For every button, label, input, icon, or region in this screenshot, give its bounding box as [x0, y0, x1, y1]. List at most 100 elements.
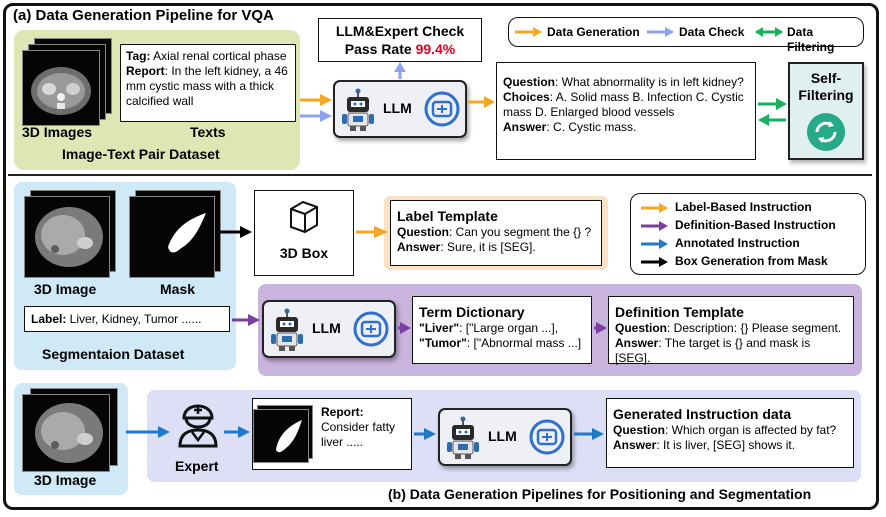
vqa-box: Question: What abnormality is in left ki… — [496, 62, 756, 160]
gen-question-key: Question — [613, 423, 666, 437]
label-template-title: Label Template — [397, 208, 498, 224]
label-template-box: Label Template Question: Can you segment… — [390, 200, 602, 266]
legend-label-based: Label-Based Instruction — [675, 200, 812, 214]
tumor-key: "Tumor" — [419, 336, 467, 350]
report-value: : In the left kidney, a 46 mm cystic mas… — [126, 64, 288, 108]
orange-arrow-icon — [641, 203, 668, 213]
tag-value: Axial renal cortical phase — [150, 49, 287, 63]
check-box: LLM&Expert Check Pass Rate 99.4% — [318, 18, 482, 62]
legend-b: Label-Based Instruction Definition-Based… — [630, 193, 866, 275]
purple-arrow-icon — [641, 221, 668, 231]
section-b-arrows — [126, 226, 607, 440]
qa-answer-key: Answer — [503, 120, 547, 134]
dataset-a-label: Image-Text Pair Dataset — [62, 146, 220, 162]
label-value: Liver, Kidney, Tumor ...... — [66, 312, 202, 326]
model-logo-icon — [353, 311, 389, 347]
qa-question-key: Question — [503, 75, 556, 89]
doctor-icon — [178, 404, 218, 448]
expert-label: Expert — [175, 458, 219, 474]
robot-icon — [447, 416, 479, 459]
label-list-box: Label: Liver, Kidney, Tumor ...... — [24, 306, 230, 332]
generated-title: Generated Instruction data — [613, 406, 792, 422]
self-filter-l2: Filtering — [798, 87, 854, 103]
self-filter-l1: Self- — [810, 70, 842, 86]
model-logo-icon — [424, 91, 460, 127]
legend-check: Data Check — [679, 25, 745, 39]
image-label-b: 3D Image — [34, 281, 97, 297]
lt-answer-value: : Sure, it is [SEG]. — [440, 240, 536, 254]
figure-frame — [3, 3, 879, 510]
ct3-front — [22, 394, 110, 472]
cube-icon — [290, 200, 318, 234]
report-mask-front — [253, 409, 309, 463]
report-key-b: Report: — [321, 405, 364, 419]
dt-answer-key: Answer — [615, 336, 659, 350]
legend-a: Data Generation Data Check Data Filterin… — [508, 17, 864, 54]
lt-question-value: : Can you segment the {} ? — [449, 225, 592, 239]
liver-value: : ["Large organ ...], — [459, 321, 559, 335]
llm-box-a: LLM — [333, 80, 467, 138]
image3-label: 3D Image — [34, 472, 97, 488]
definition-template-box: Definition Template Question: Descriptio… — [608, 296, 854, 365]
gen-answer-key: Answer — [613, 438, 657, 452]
qa-answer-value: : C. Cystic mass. — [546, 120, 637, 134]
black-arrow-icon — [641, 257, 668, 267]
llm-box-b: LLM — [262, 300, 396, 358]
report-box: Report: Consider fatty liver ..... — [252, 398, 412, 470]
box3d-label: 3D Box — [279, 245, 329, 261]
def-template-title: Definition Template — [615, 304, 744, 320]
robot-icon — [342, 88, 374, 131]
qa-question-value: : What abnormality is in left kidney? — [555, 75, 744, 89]
legend-generation: Data Generation — [547, 25, 640, 39]
legend-annotated: Annotated Instruction — [675, 236, 800, 250]
llm-label-b: LLM — [312, 320, 341, 336]
mask-front — [129, 196, 215, 278]
box3d-box: 3D Box — [254, 190, 354, 276]
orange-arrow-icon — [515, 27, 542, 37]
report-text: Report: Consider fatty liver ..... — [321, 405, 409, 450]
segmentation-dataset-label: Segmentaion Dataset — [42, 346, 185, 362]
robot-icon — [271, 308, 303, 351]
legend-box-gen: Box Generation from Mask — [675, 254, 828, 268]
section-b-title: (b) Data Generation Pipelines for Positi… — [388, 486, 812, 502]
llm-box-c: LLM — [438, 408, 572, 466]
pass-rate-value: 99.4% — [415, 41, 456, 57]
self-filtering-box: Self- Filtering — [788, 62, 864, 160]
legend-definition-based: Definition-Based Instruction — [675, 218, 836, 232]
qa-choices-key: Choices — [503, 90, 550, 104]
report-value-b: Consider fatty liver ..... — [321, 420, 396, 449]
refresh-icon — [807, 113, 845, 151]
liver-key: "Liver" — [419, 321, 460, 335]
qa-choices-value: : A. Solid mass B. Infection C. Cystic m… — [503, 90, 744, 119]
tag-key: Tag: — [126, 49, 151, 63]
dt-question-value: : Description: {} Please segment. — [667, 321, 842, 335]
pass-rate-label: Pass Rate — [344, 41, 416, 57]
gen-question-value: : Which organ is affected by fat? — [665, 423, 837, 437]
mask-label: Mask — [160, 281, 196, 297]
gen-answer-value: : It is liver, [SEG] shows it. — [656, 438, 796, 452]
section-a-arrows — [300, 62, 787, 126]
lightblue-arrow-icon — [647, 27, 674, 37]
term-dict-title: Term Dictionary — [419, 304, 525, 320]
section-divider — [8, 174, 872, 176]
dt-answer-value: : The target is {} and mask is [SEG]. — [615, 336, 811, 365]
ct2-front — [24, 196, 110, 278]
model-logo-icon — [529, 419, 565, 455]
term-dictionary-box: Term Dictionary "Liver": ["Large organ .… — [412, 296, 592, 364]
section-a-title: (a) Data Generation Pipeline for VQA — [13, 7, 274, 24]
lt-question-key: Question — [397, 225, 450, 239]
green-arrow-icon — [755, 27, 783, 37]
ct-slice-front — [22, 50, 100, 126]
legend-filtering: Data Filtering — [787, 25, 835, 54]
llm-label-a: LLM — [383, 100, 412, 116]
generated-instruction-box: Generated Instruction data Question: Whi… — [606, 398, 854, 468]
blue-arrow-icon — [641, 239, 668, 249]
texts-label: Texts — [190, 124, 226, 140]
llm-label-c: LLM — [488, 428, 517, 444]
label-key: Label: — [31, 312, 67, 326]
lt-answer-key: Answer — [397, 240, 441, 254]
images-label: 3D Images — [22, 124, 93, 140]
dt-question-key: Question — [615, 321, 668, 335]
check-title: LLM&Expert Check — [335, 23, 465, 39]
tumor-value: : ["Abnormal mass ...] — [466, 336, 582, 350]
